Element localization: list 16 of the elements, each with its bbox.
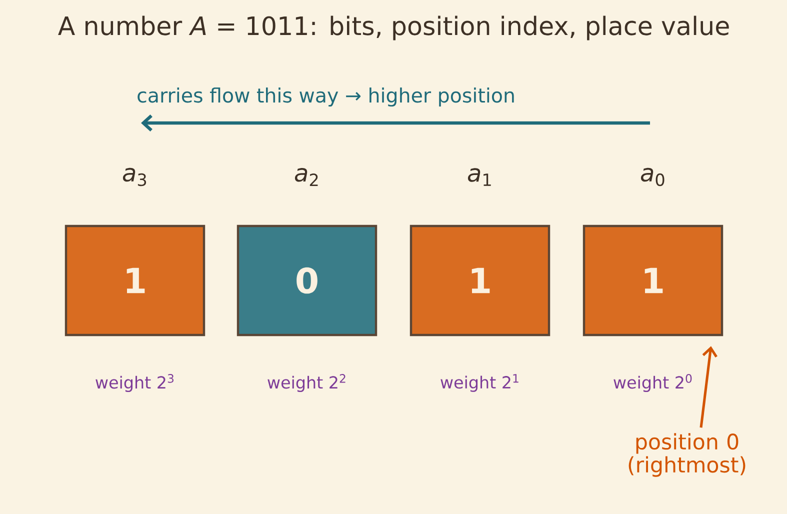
bit-label: a$_{3}$ [122,168,146,186]
title: A number A = 1011: bits, position index, place value [58,16,729,40]
weight-label: weight 2$^{1}$ [440,374,518,392]
bit-box: 1 [410,224,550,336]
annotation-text: carries flow this way → higher position [138,87,514,107]
weight-label: weight 2$^{3}$ [96,374,174,392]
bit-label: a$_{0}$ [640,168,664,186]
bit-box: 1 [64,224,206,336]
weight-label: weight 2$^{0}$ [614,374,692,392]
arrow [700,346,718,428]
bit-label: a$_{2}$ [294,168,318,186]
weight-label: weight 2$^{2}$ [268,374,346,392]
bit-label: a$_{1}$ [468,168,491,186]
bit-box: 1 [582,224,724,336]
bit-box: 0 [236,224,378,336]
callout-text: position 0 (rightmost) [628,433,746,477]
